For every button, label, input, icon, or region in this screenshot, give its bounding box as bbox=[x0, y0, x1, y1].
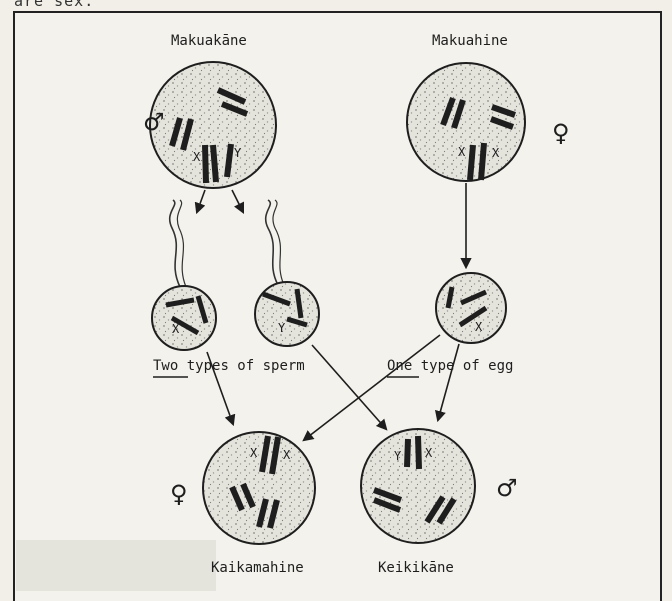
mother-cell bbox=[407, 63, 525, 181]
sperm-x-letter: X bbox=[172, 322, 179, 336]
father-cell bbox=[150, 62, 276, 188]
son-x-letter: X bbox=[425, 446, 432, 460]
sperm-caption-emphasis: Two bbox=[153, 358, 178, 374]
egg-caption: One type of egg bbox=[387, 358, 513, 374]
sperm-caption: Two types of sperm bbox=[153, 358, 305, 374]
egg-caption-emphasis: One bbox=[387, 358, 412, 374]
son-label: Keikikāne bbox=[378, 560, 454, 576]
mother-label: Makuahine bbox=[432, 33, 508, 49]
father-label: Makuakāne bbox=[171, 33, 247, 49]
male-symbol-son: ♂ bbox=[496, 474, 518, 502]
daughter-x-letter-2: X bbox=[283, 448, 290, 462]
daughter-x-letter-1: X bbox=[250, 446, 257, 460]
son-cell bbox=[361, 429, 475, 543]
mother-x-letter-1: X bbox=[458, 145, 465, 159]
father-y-letter: Y bbox=[234, 146, 241, 160]
sperm-cell-x bbox=[152, 200, 216, 350]
arrow-egg-to-son bbox=[438, 344, 459, 420]
sperm-caption-rest: types of sperm bbox=[187, 358, 305, 374]
sperm-cell-y bbox=[255, 200, 319, 346]
father-x-letter: X bbox=[193, 150, 200, 164]
egg-x-letter: X bbox=[475, 320, 482, 334]
arrow-egg-to-daughter bbox=[304, 335, 440, 440]
sperm-y-letter: Y bbox=[278, 321, 285, 335]
egg-caption-rest: type of egg bbox=[421, 358, 514, 374]
male-symbol-father: ♂ bbox=[143, 108, 165, 136]
female-symbol-mother: ♀ bbox=[552, 119, 570, 147]
arrow-father-to-sperm-x bbox=[197, 190, 205, 212]
daughter-label: Kaikamahine bbox=[211, 560, 304, 576]
egg-cell bbox=[436, 273, 506, 343]
son-y-letter: Y bbox=[394, 449, 401, 463]
female-symbol-daughter: ♀ bbox=[170, 480, 188, 508]
daughter-cell bbox=[203, 432, 315, 544]
arrow-sperm-y-to-son bbox=[312, 345, 386, 429]
mother-x-letter-2: X bbox=[492, 146, 499, 160]
arrow-father-to-sperm-y bbox=[232, 190, 243, 212]
